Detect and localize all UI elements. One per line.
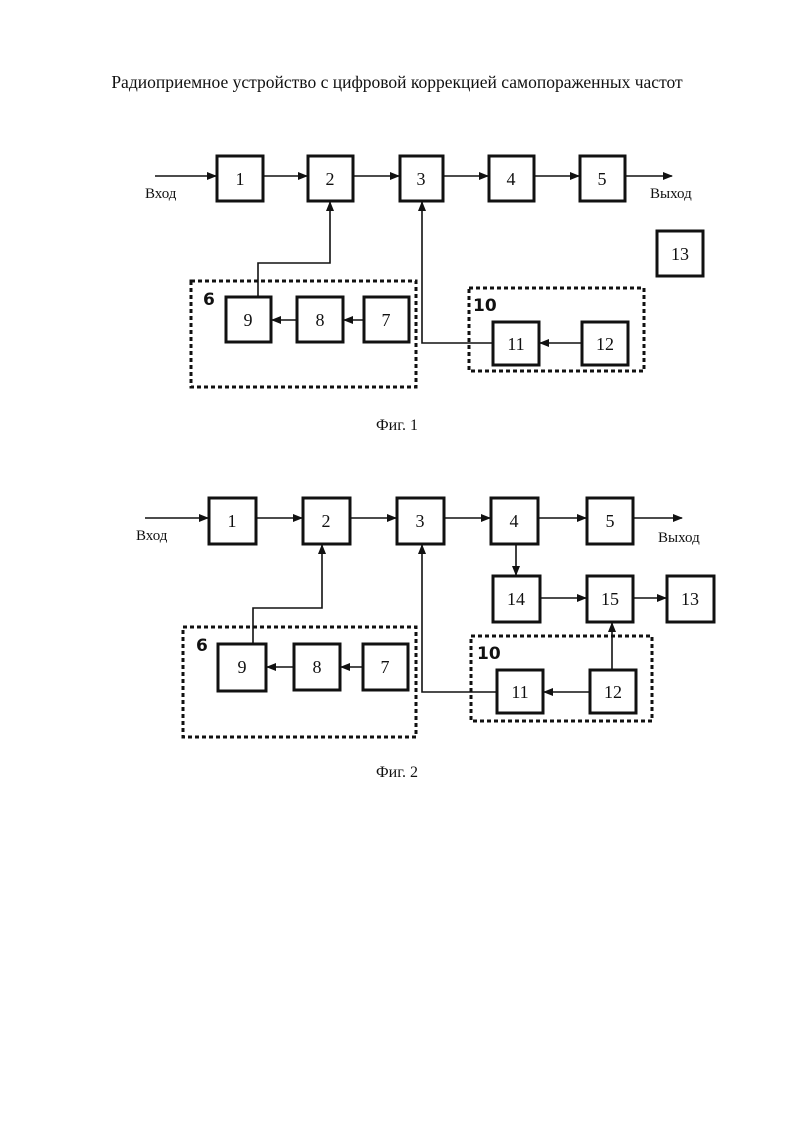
block-8: 8 xyxy=(295,295,345,344)
block-7: 7 xyxy=(361,642,410,692)
group-10-label: 10 xyxy=(473,296,497,316)
svg-text:9: 9 xyxy=(244,310,253,330)
svg-text:3: 3 xyxy=(416,511,425,531)
document-title: Радиоприемное устройство с цифровой корр… xyxy=(111,72,683,92)
block-15: 15 xyxy=(585,574,635,624)
output-label: Выход xyxy=(658,530,700,546)
group-6-boundary xyxy=(181,625,418,739)
block-4: 4 xyxy=(489,496,540,546)
figure-1: 6 10 1 2 3 4 5 7 8 9 11 12 13 Вход Выход xyxy=(145,154,705,389)
svg-text:7: 7 xyxy=(382,310,391,330)
group-6-label: 6 xyxy=(203,290,215,310)
block-13: 13 xyxy=(665,574,716,624)
group-10-label: 10 xyxy=(477,644,501,664)
svg-text:11: 11 xyxy=(511,682,528,702)
input-label: Вход xyxy=(145,186,177,202)
figure-2-caption: Фиг. 2 xyxy=(376,764,418,781)
block-3: 3 xyxy=(398,154,445,203)
block-7: 7 xyxy=(362,295,411,344)
block-13: 13 xyxy=(655,229,705,278)
group-6-label: 6 xyxy=(196,636,208,656)
block-4: 4 xyxy=(487,154,536,203)
svg-text:13: 13 xyxy=(671,244,689,264)
block-5: 5 xyxy=(578,154,627,203)
block-12: 12 xyxy=(588,668,638,715)
svg-text:7: 7 xyxy=(381,657,390,677)
block-12: 12 xyxy=(580,320,630,367)
block-11: 11 xyxy=(491,320,541,367)
block-11: 11 xyxy=(495,668,545,715)
wire-9-2 xyxy=(252,544,326,644)
svg-text:14: 14 xyxy=(507,589,525,609)
output-label: Выход xyxy=(650,186,692,202)
block-1: 1 xyxy=(215,154,265,203)
block-8: 8 xyxy=(292,642,342,692)
svg-text:12: 12 xyxy=(604,682,622,702)
svg-text:5: 5 xyxy=(606,511,615,531)
block-3: 3 xyxy=(395,496,446,546)
wire-11-3 xyxy=(418,544,497,693)
wire-9-2 xyxy=(257,201,334,297)
svg-text:8: 8 xyxy=(313,657,322,677)
block-14: 14 xyxy=(491,574,542,624)
block-2: 2 xyxy=(306,154,355,203)
svg-text:8: 8 xyxy=(316,310,325,330)
block-9: 9 xyxy=(224,295,273,344)
block-1: 1 xyxy=(207,496,258,546)
group-6-boundary xyxy=(189,279,418,389)
svg-text:12: 12 xyxy=(596,334,614,354)
svg-text:5: 5 xyxy=(598,169,607,189)
svg-text:1: 1 xyxy=(236,169,245,189)
wire-11-3 xyxy=(418,201,493,344)
svg-text:11: 11 xyxy=(507,334,524,354)
block-2: 2 xyxy=(301,496,352,546)
svg-text:2: 2 xyxy=(326,169,335,189)
svg-text:15: 15 xyxy=(601,589,619,609)
svg-text:2: 2 xyxy=(322,511,331,531)
figure-1-caption: Фиг. 1 xyxy=(376,417,418,434)
svg-text:1: 1 xyxy=(228,511,237,531)
figure-2: 6 10 1 2 3 4 5 7 8 9 11 12 13 14 15 Вход… xyxy=(136,496,716,739)
svg-text:3: 3 xyxy=(417,169,426,189)
group-10-boundary xyxy=(467,286,646,373)
block-5: 5 xyxy=(585,496,635,546)
block-9: 9 xyxy=(216,642,268,693)
svg-text:4: 4 xyxy=(510,511,519,531)
svg-text:4: 4 xyxy=(507,169,516,189)
svg-text:13: 13 xyxy=(681,589,699,609)
input-label: Вход xyxy=(136,528,168,544)
svg-text:9: 9 xyxy=(238,657,247,677)
